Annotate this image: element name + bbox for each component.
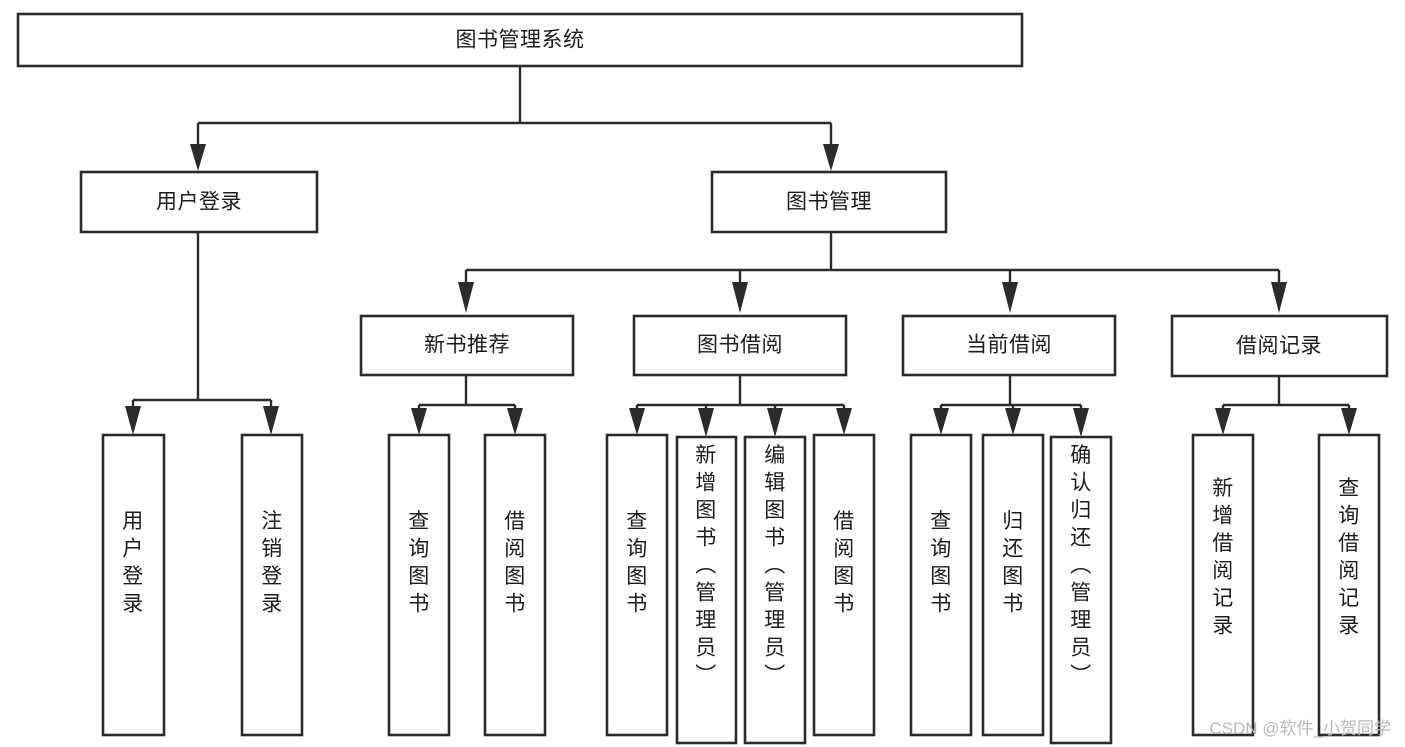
node-leaf-13[interactable]: 查询借阅记录 (1317, 433, 1381, 737)
arrowhead-leaf-10 (1005, 408, 1021, 435)
node-root-box[interactable] (16, 12, 1024, 68)
node-leaf-1-box[interactable] (101, 433, 166, 737)
node-leaf-1[interactable]: 用户登录 (101, 433, 166, 737)
arrowhead-leaf-12 (1215, 408, 1231, 435)
node-leaf-1-label: 用户登录 (122, 510, 144, 616)
node-login-label: 用户登录 (156, 191, 242, 214)
arrowhead-leaf-11 (1073, 408, 1089, 437)
node-leaf-9-label: 查询图书 (930, 510, 952, 616)
node-leaf-13-label: 查询借阅记录 (1338, 477, 1360, 638)
arrowhead-leaf-9 (933, 408, 949, 435)
arrowhead-leaf-5 (629, 408, 645, 435)
node-leaf-4-label: 借阅图书 (504, 510, 526, 616)
node-leaf-10-box[interactable] (981, 433, 1045, 737)
node-leaf-11-label: 确认归还︵管理员︶ (1070, 444, 1092, 687)
node-bookmgmt[interactable]: 图书管理 (710, 170, 948, 234)
node-leaf-8[interactable]: 借阅图书 (812, 433, 876, 737)
node-borrow[interactable]: 图书借阅 (632, 314, 848, 377)
node-leaf-2-box[interactable] (240, 433, 304, 737)
node-leaf-10[interactable]: 归还图书 (981, 433, 1045, 737)
arrowhead-login (190, 144, 206, 171)
connector-layer (125, 66, 1357, 437)
arrowhead-borrow (732, 282, 748, 313)
arrowhead-records (1271, 282, 1287, 313)
node-current-label: 当前借阅 (966, 334, 1052, 357)
arrowhead-leaf-4 (507, 408, 523, 435)
node-login-box[interactable] (79, 170, 319, 234)
arrowhead-leaf-3 (411, 408, 427, 435)
csdn-watermark: CSDN @软件_小贺同学 (1209, 719, 1391, 738)
node-leaf-12-label: 新增借阅记录 (1212, 477, 1234, 638)
node-leaf-8-box[interactable] (812, 433, 876, 737)
node-leaf-5[interactable]: 查询图书 (605, 433, 669, 737)
node-newbook-box[interactable] (359, 314, 575, 377)
node-leaf-7-box[interactable] (743, 435, 807, 745)
node-leaf-4-box[interactable] (483, 433, 547, 737)
node-leaf-10-label: 归还图书 (1002, 510, 1024, 616)
node-leaf-9-box[interactable] (909, 433, 973, 737)
node-leaf-3-box[interactable] (387, 433, 451, 737)
arrowhead-leaf-1 (125, 406, 141, 435)
arrowhead-leaf-6 (698, 408, 714, 437)
node-leaf-11[interactable]: 确认归还︵管理员︶ (1049, 435, 1113, 745)
arrowhead-bookmgmt (823, 144, 839, 171)
node-leaf-9[interactable]: 查询图书 (909, 433, 973, 737)
node-root[interactable]: 图书管理系统 (16, 12, 1024, 68)
node-leaf-6-box[interactable] (675, 435, 738, 745)
node-leaf-13-box[interactable] (1317, 433, 1381, 737)
node-current[interactable]: 当前借阅 (901, 314, 1117, 377)
node-leaf-3-label: 查询图书 (408, 510, 430, 616)
node-leaf-2-label: 注销登录 (261, 510, 283, 616)
node-newbook-label: 新书推荐 (424, 334, 510, 357)
node-leaf-12-box[interactable] (1191, 433, 1255, 737)
node-records-label: 借阅记录 (1236, 335, 1322, 358)
node-newbook[interactable]: 新书推荐 (359, 314, 575, 377)
node-leaf-12[interactable]: 新增借阅记录 (1191, 433, 1255, 737)
arrowhead-leaf-7 (767, 408, 783, 437)
node-borrow-box[interactable] (632, 314, 848, 377)
node-login[interactable]: 用户登录 (79, 170, 319, 234)
node-leaf-2[interactable]: 注销登录 (240, 433, 304, 737)
node-leaf-5-box[interactable] (605, 433, 669, 737)
node-leaf-11-box[interactable] (1049, 435, 1113, 745)
node-leaf-5-label: 查询图书 (626, 510, 648, 616)
node-leaf-7[interactable]: 编辑图书︵管理员︶ (743, 435, 807, 745)
arrowhead-newbook (458, 282, 474, 313)
node-leaf-8-label: 借阅图书 (833, 510, 855, 616)
node-root-label: 图书管理系统 (456, 29, 585, 52)
node-leaf-3[interactable]: 查询图书 (387, 433, 451, 737)
node-leaf-4[interactable]: 借阅图书 (483, 433, 547, 737)
node-bookmgmt-box[interactable] (710, 170, 948, 234)
arrowhead-current (1002, 282, 1018, 313)
arrowhead-leaf-13 (1341, 408, 1357, 435)
node-records-box[interactable] (1170, 314, 1389, 378)
node-current-box[interactable] (901, 314, 1117, 377)
node-borrow-label: 图书借阅 (697, 334, 783, 357)
node-records[interactable]: 借阅记录 (1170, 314, 1389, 378)
arrowhead-leaf-2 (263, 406, 279, 435)
arrowhead-leaf-8 (836, 408, 852, 435)
node-leaf-7-label: 编辑图书︵管理员︶ (764, 444, 786, 687)
node-leaf-6-label: 新增图书︵管理员︶ (695, 444, 717, 687)
node-bookmgmt-label: 图书管理 (786, 191, 872, 214)
node-leaf-6[interactable]: 新增图书︵管理员︶ (675, 435, 738, 745)
